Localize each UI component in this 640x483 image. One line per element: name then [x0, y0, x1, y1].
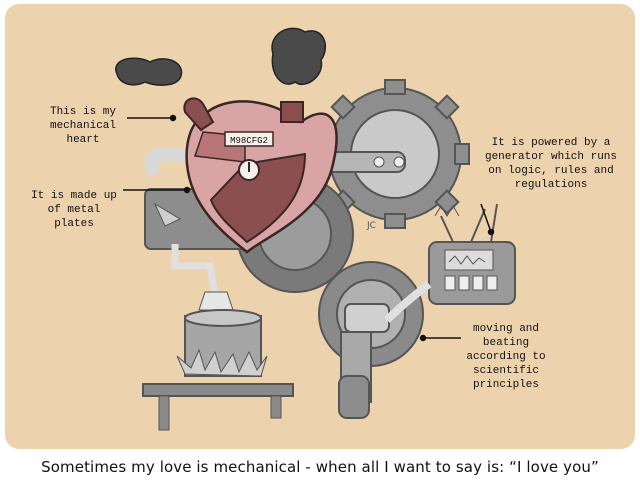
annotation-plates: It is made up of metal plates — [31, 190, 117, 230]
annotation-heart: This is my mechanical heart — [49, 106, 116, 146]
annotation-pointers — [123, 114, 495, 342]
bucket-and-bench — [142, 309, 294, 431]
annotation-moving: moving and beating according to scientif… — [466, 323, 546, 391]
gear-large-right — [314, 79, 470, 229]
smoke-cloud-right — [271, 27, 326, 85]
annotation-generator: It is powered by a generator which runs … — [484, 137, 618, 191]
illustration-panel: M98CFG2 JC This is my mechanical heart I… — [5, 4, 635, 449]
gear-lower — [318, 261, 424, 419]
caption: Sometimes my love is mechanical - when a… — [41, 458, 599, 476]
smoke-cloud-left — [115, 57, 183, 86]
mechanical-heart: M98CFG2 — [183, 97, 338, 254]
heart-tag-text: M98CFG2 — [230, 136, 268, 146]
mechanical-heart-illustration: M98CFG2 JC — [115, 27, 516, 431]
generator-radio — [384, 203, 516, 323]
artist-mark: JC — [366, 221, 376, 231]
